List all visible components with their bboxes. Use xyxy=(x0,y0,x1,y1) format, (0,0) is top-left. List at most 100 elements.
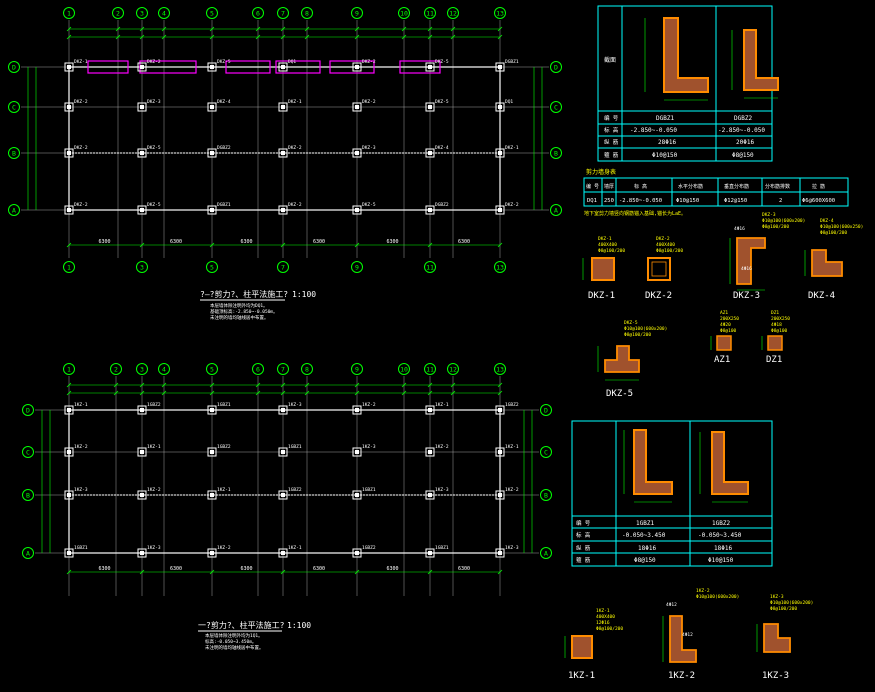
pt-column-tag: DKZ-4 xyxy=(435,145,449,151)
section-az1-spec-1: AZ1 xyxy=(720,310,728,316)
pb-column-core xyxy=(498,408,502,412)
section-dz1-spec-1: DZ1 xyxy=(771,310,779,316)
table-bottom-row2-c1: -0.050~3.450 xyxy=(622,532,666,539)
pb-column-core xyxy=(498,493,502,497)
pt-column-tag: DKZ-2 xyxy=(288,202,302,208)
pt-axis-label: C xyxy=(554,104,558,112)
pb-axis-bubble xyxy=(540,404,552,416)
table-bottom-row3-label: 纵 筋 xyxy=(576,544,591,552)
section-1kz-3-spec-2: Φ10@100(600x200) xyxy=(770,600,813,606)
pb-dim-tick xyxy=(304,390,310,396)
table-bottom-row1-label: 编 号 xyxy=(576,519,591,527)
pb-axis-bubble xyxy=(540,446,552,458)
section-dkz-1-name: DKZ-1 xyxy=(588,291,615,301)
pt-axis-label: A xyxy=(12,207,16,215)
pb-column-core xyxy=(281,450,285,454)
pt-column xyxy=(425,62,435,72)
pt-dim-tick xyxy=(427,34,433,40)
pt-axis-label: 3 xyxy=(140,264,144,272)
pb-dim-tick xyxy=(497,569,503,575)
pb-axis-label: B xyxy=(26,492,30,500)
pb-dim-tick xyxy=(139,390,145,396)
wall-table xyxy=(583,177,849,207)
pb-column xyxy=(64,405,74,415)
pt-column-tag: DKZ-1 xyxy=(505,145,519,151)
pb-column-core xyxy=(281,408,285,412)
pt-axis-bubble xyxy=(206,7,218,19)
pt-column xyxy=(137,102,147,112)
pb-column-tag: 1KZ-2 xyxy=(217,545,231,551)
plan-bottom-note-3: 未注明的墙均轴线居中布置。 xyxy=(205,644,264,651)
pb-column-tag: 1KZ-3 xyxy=(362,444,376,450)
pb-axis-bubble xyxy=(22,446,34,458)
pb-dim-tick xyxy=(139,382,145,388)
pb-dim-tick xyxy=(354,390,360,396)
pb-dim-tick xyxy=(497,382,503,388)
pt-dim-tick xyxy=(304,26,310,32)
pt-column xyxy=(425,205,435,215)
pt-column-tag: DKZ-2 xyxy=(505,202,519,208)
section-dkz-2 xyxy=(647,257,671,281)
pt-column xyxy=(495,148,505,158)
pb-axis-label: 3 xyxy=(140,366,144,374)
pt-dim-tick xyxy=(161,26,167,32)
pt-column-tag: DKZ-3 xyxy=(362,145,376,151)
pb-column-core xyxy=(210,493,214,497)
pt-column-core xyxy=(281,151,285,155)
pb-column xyxy=(64,490,74,500)
pt-dim-tick xyxy=(115,26,121,32)
pb-column xyxy=(278,405,288,415)
pb-column-core xyxy=(210,450,214,454)
pt-axis-label: 5 xyxy=(210,10,214,18)
pt-column xyxy=(352,148,362,158)
pt-column-tag: DKZ-2 xyxy=(362,59,376,65)
table-top-row2-c2: -2.850~-0.050 xyxy=(718,127,765,134)
section-1kz-1-spec-3: 12Φ16 xyxy=(596,620,610,626)
section-1kz-1-spec-1: 1KZ-1 xyxy=(596,608,610,614)
wall-table-c6: 2 xyxy=(779,198,782,204)
pb-column-tag: 1GBZ1 xyxy=(217,402,231,408)
pt-dim-label: 6300 xyxy=(387,239,399,245)
pb-column-tag: 1KZ-2 xyxy=(74,444,88,450)
section-dkz-5-name: DKZ-5 xyxy=(606,389,633,399)
section-1kz-3-name: 1KZ-3 xyxy=(762,671,789,681)
plan-bottom-note-2: 标高:-0.050~3.450m。 xyxy=(205,638,256,645)
pt-axis-bubble xyxy=(8,101,20,113)
pt-dim-tick xyxy=(401,34,407,40)
table-top-row1-c1: DGBZ1 xyxy=(656,115,674,122)
pb-column xyxy=(425,548,435,558)
pt-column-core xyxy=(67,151,71,155)
pb-column-core xyxy=(67,551,71,555)
table-bottom-row3-c1: 18Φ16 xyxy=(638,545,656,552)
pb-column-tag: 1KZ-1 xyxy=(217,487,231,493)
pb-column-tag: 1KZ-1 xyxy=(288,545,302,551)
table-top-section-dgbz1 xyxy=(644,17,709,101)
pt-axis-bubble xyxy=(550,101,562,113)
pt-axis-label: 8 xyxy=(305,10,309,18)
pt-highlight-wall xyxy=(399,60,441,74)
pb-column xyxy=(137,490,147,500)
table-top xyxy=(597,5,773,162)
pb-dim-tick xyxy=(401,382,407,388)
pb-column-tag: 1KZ-3 xyxy=(147,545,161,551)
pb-column-core xyxy=(140,493,144,497)
pt-dim-tick xyxy=(66,242,72,248)
plan-top-note-2: 基础顶标高:-2.850~-0.050m。 xyxy=(210,308,278,315)
pb-axis-label: 2 xyxy=(114,366,118,374)
pt-dim-tick xyxy=(209,242,215,248)
pb-column xyxy=(278,548,288,558)
pt-dim-tick xyxy=(161,34,167,40)
pb-dim-tick xyxy=(354,569,360,575)
wall-table-note: 地下室剪力墙竖向钢筋锚入基础,锚长为LaE。 xyxy=(584,210,686,217)
pt-column-tag: DKZ-5 xyxy=(435,99,449,105)
pb-column-core xyxy=(355,408,359,412)
pb-dim-tick xyxy=(450,390,456,396)
pb-column-core xyxy=(281,551,285,555)
wall-table-c3: -2.850~-0.050 xyxy=(619,198,662,204)
pt-column-core xyxy=(67,105,71,109)
wall-table-h6: 分布筋排数 xyxy=(765,183,790,190)
pt-axis-bubble xyxy=(63,7,75,19)
pb-dim-tick xyxy=(113,382,119,388)
pt-column-core xyxy=(428,105,432,109)
pt-axis-label: 7 xyxy=(281,10,285,18)
